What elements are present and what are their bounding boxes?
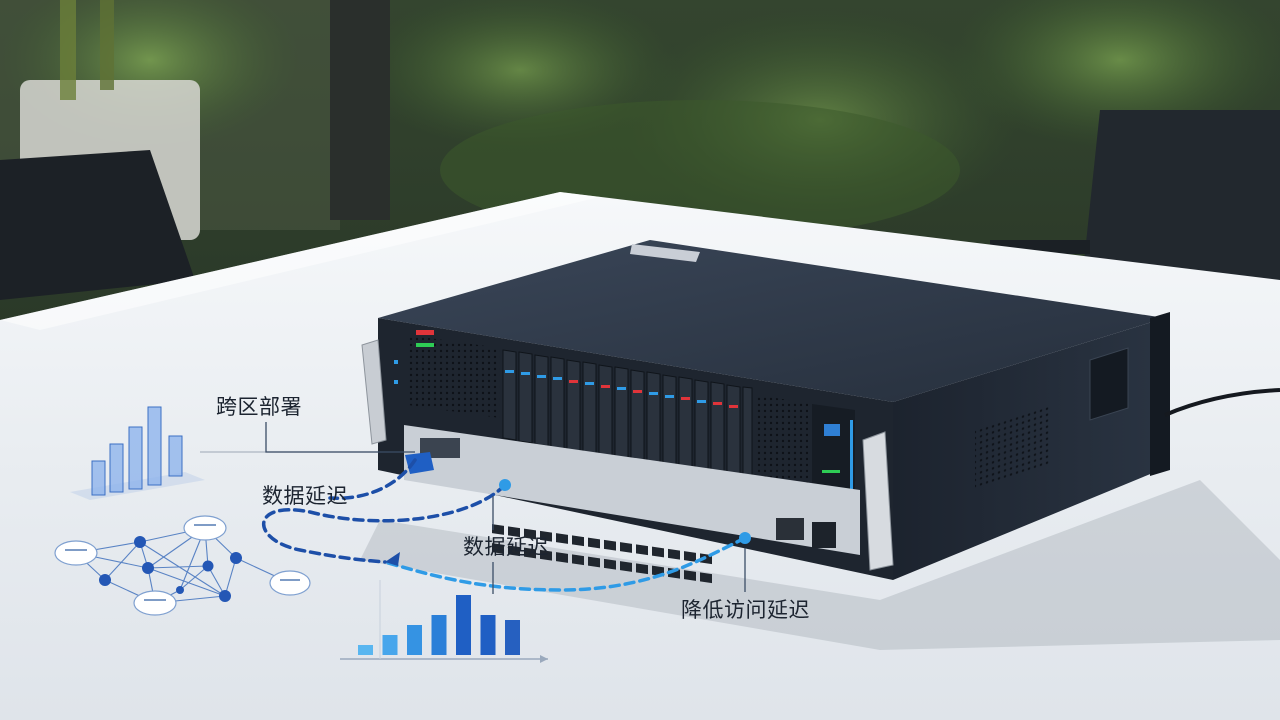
flow-line-left xyxy=(328,458,417,500)
drive-bays xyxy=(502,349,753,485)
bar-chart-3d-icon xyxy=(70,406,205,500)
power-cable xyxy=(1164,388,1280,417)
bar-3 xyxy=(407,625,422,655)
network-graph-icon xyxy=(54,515,311,616)
callout-cross-region: 跨区部署 xyxy=(216,395,302,419)
bar-series xyxy=(358,595,520,655)
callout-data-latency-left: 数据延迟 xyxy=(262,484,348,508)
bar-5 xyxy=(456,595,471,655)
flow-arrow-head xyxy=(385,552,400,566)
flow-line-right xyxy=(383,536,747,592)
data-flow-lines xyxy=(261,458,751,592)
callout-leaders xyxy=(200,422,746,594)
callout-reduce-access-latency: 降低访问延迟 xyxy=(681,598,810,622)
bar-1 xyxy=(358,645,373,655)
bar-2 xyxy=(382,635,398,655)
server-chassis xyxy=(361,240,1170,584)
bar-7 xyxy=(505,620,520,655)
bar-4 xyxy=(431,615,447,655)
bar-6 xyxy=(480,615,496,655)
flow-line-center xyxy=(261,483,507,564)
floating-bar-chart xyxy=(340,580,548,663)
chair-left xyxy=(0,150,195,300)
callout-data-latency-center: 数据延迟 xyxy=(463,535,549,559)
